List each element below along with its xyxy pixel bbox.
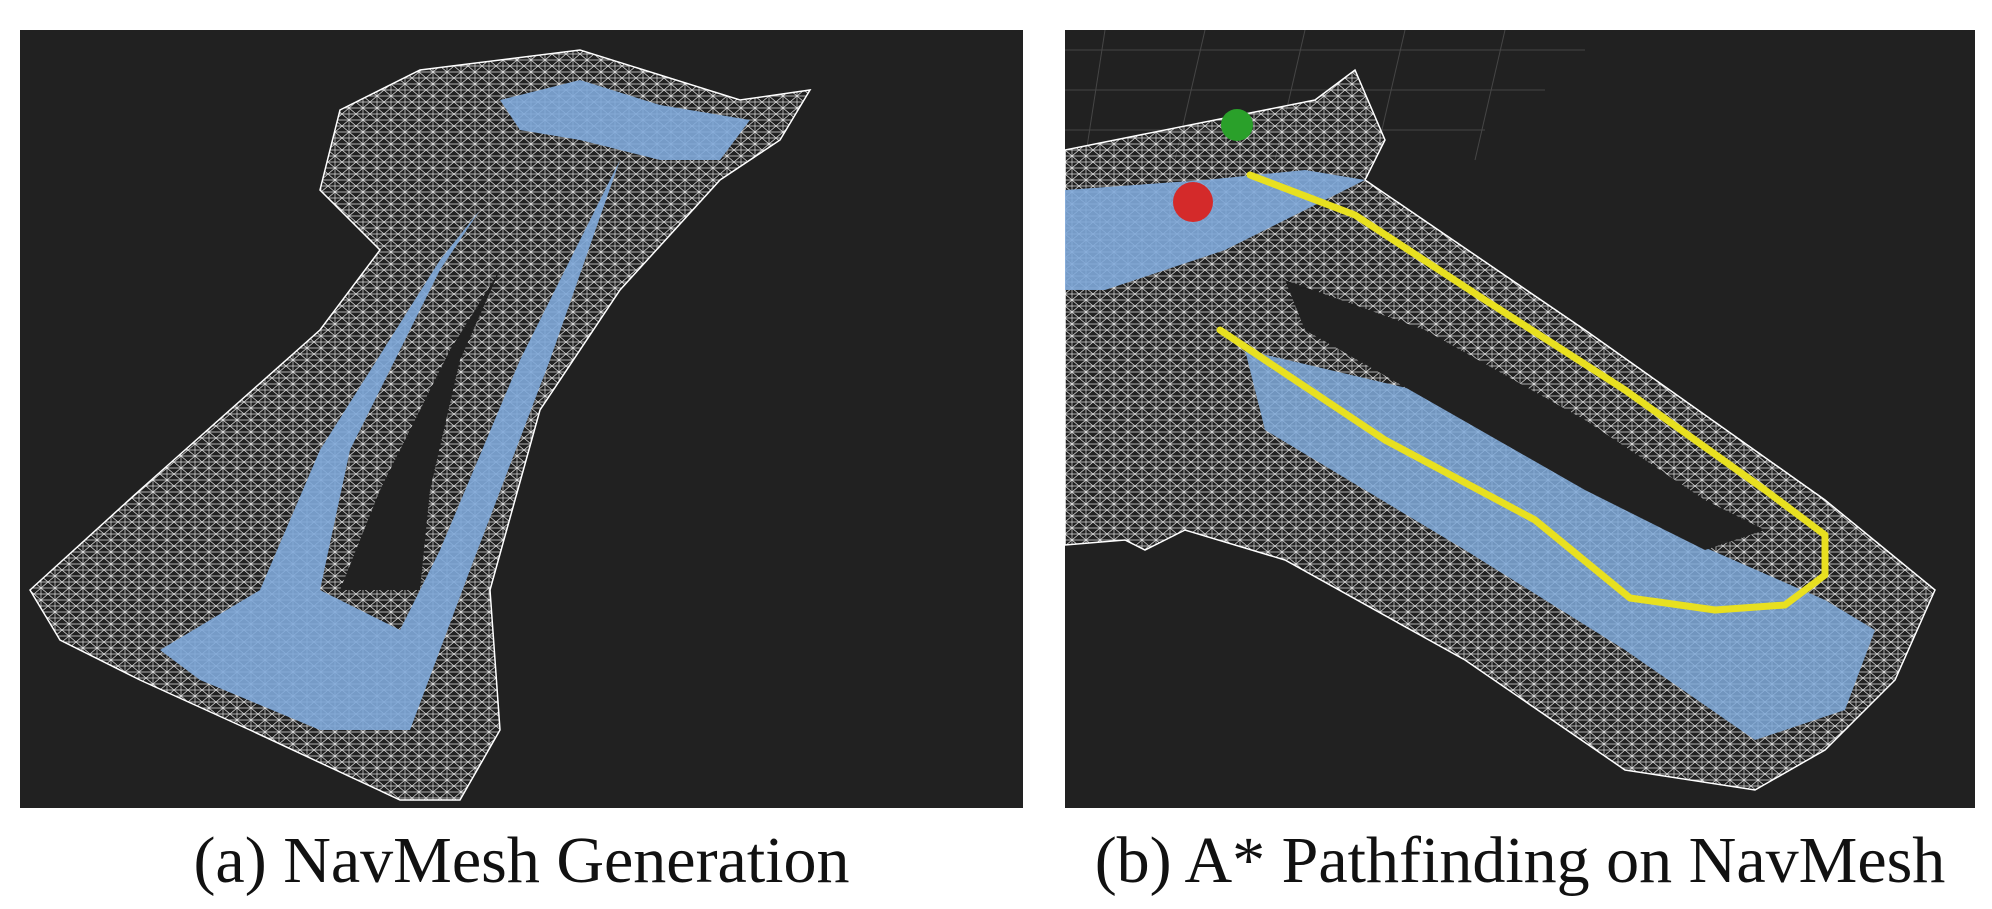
navmesh-surface xyxy=(160,160,620,730)
navmesh-generation-render xyxy=(29,49,812,801)
goal-marker-green-sphere xyxy=(1221,109,1253,141)
inner-hole xyxy=(340,270,500,590)
pathfinding-render xyxy=(1065,30,1936,791)
pathfinding-panel xyxy=(1065,30,1975,808)
inner-hole xyxy=(1285,280,1765,550)
astar-path xyxy=(1216,171,1829,614)
caption-navmesh-generation: (a) NavMesh Generation xyxy=(193,824,850,897)
caption-astar-pathfinding: (b) A* Pathfinding on NavMesh xyxy=(1094,824,1946,897)
navmesh-surface xyxy=(1065,170,1365,290)
navmesh-top-area xyxy=(500,80,750,160)
navmesh-generation-panel xyxy=(20,30,1023,808)
start-marker-red-sphere xyxy=(1173,182,1213,222)
